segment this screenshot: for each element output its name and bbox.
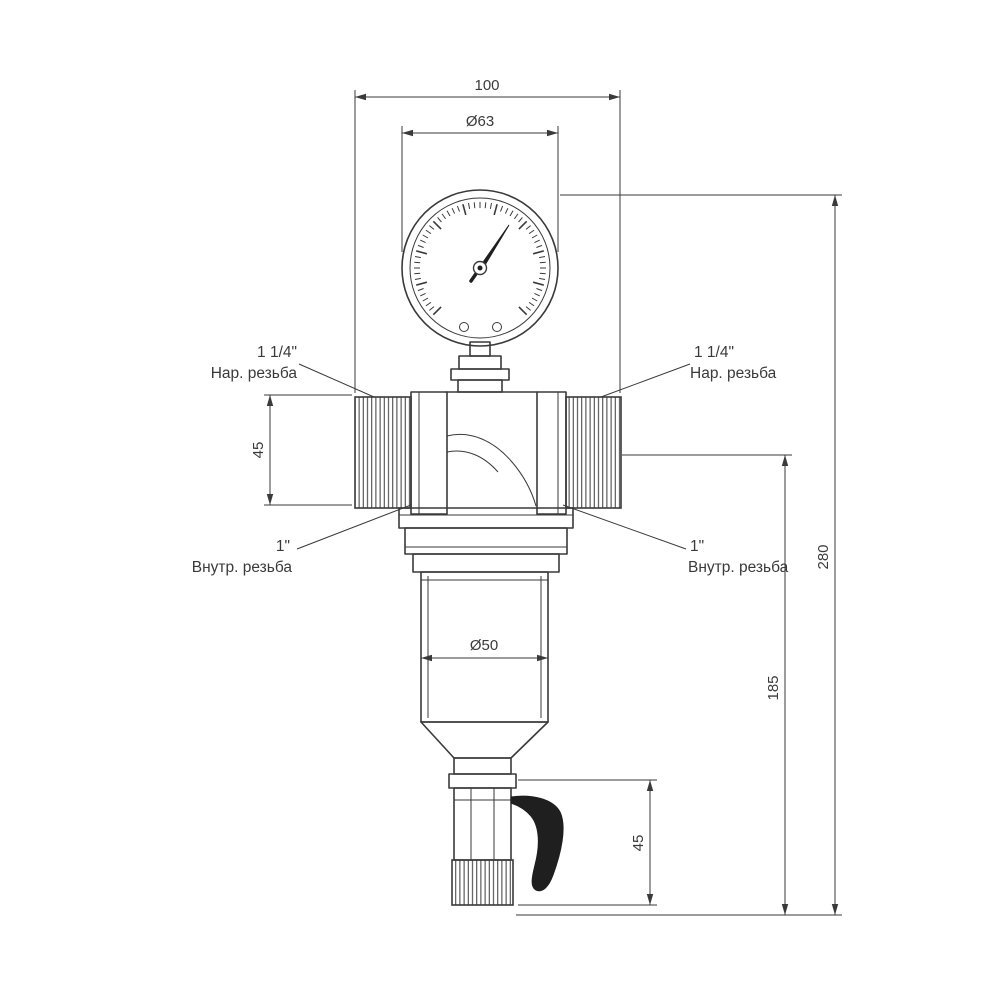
gauge-screw-right bbox=[492, 322, 502, 332]
dimension-gauge-diameter: Ø63 bbox=[401, 113, 559, 252]
gauge-tick-marks bbox=[414, 202, 546, 316]
gauge-dial-ring bbox=[409, 197, 551, 339]
leader-left-top bbox=[298, 363, 375, 398]
drain-handle bbox=[510, 795, 564, 892]
dimension-label-bowl-diameter: Ø50 bbox=[470, 637, 498, 654]
dimension-total-height: 280 bbox=[516, 194, 842, 916]
gauge-stem bbox=[450, 341, 510, 393]
dimension-label-inlet-height: 45 bbox=[250, 442, 267, 459]
dimension-top-width: 100 bbox=[354, 77, 621, 393]
callout-right-top: 1 1/4" Нар. резьба bbox=[600, 344, 777, 398]
thread-size-left-bottom: 1" bbox=[276, 538, 290, 555]
leader-left-bottom bbox=[296, 504, 412, 550]
leader-right-top bbox=[600, 363, 691, 398]
body-internal-contour-2 bbox=[446, 450, 499, 473]
pressure-gauge bbox=[401, 189, 559, 347]
callout-left-top: 1 1/4" Нар. резьба bbox=[211, 344, 375, 398]
gauge-hub-center bbox=[477, 265, 483, 271]
body-flanges bbox=[398, 507, 574, 573]
callout-right-bottom: 1" Внутр. резьба bbox=[562, 504, 789, 576]
left-union-nut bbox=[410, 391, 448, 515]
thread-size-right-top: 1 1/4" bbox=[694, 344, 734, 361]
bowl-taper bbox=[420, 721, 549, 759]
thread-type-right-bottom: Внутр. резьба bbox=[688, 559, 789, 576]
dimension-drain-height: 45 bbox=[518, 779, 657, 906]
dimension-bowl-diameter: Ø50 bbox=[421, 637, 548, 662]
callout-left-bottom: 1" Внутр. резьба bbox=[192, 504, 412, 576]
thread-type-right-top: Нар. резьба bbox=[690, 365, 777, 382]
right-union-nut bbox=[536, 391, 567, 515]
dimension-label-total-height: 280 bbox=[815, 544, 832, 569]
right-external-thread bbox=[565, 396, 622, 509]
gauge-screw-left bbox=[459, 322, 469, 332]
valve-body bbox=[354, 391, 622, 515]
left-external-thread bbox=[354, 396, 412, 509]
drain-valve bbox=[448, 757, 564, 906]
dimension-inlet-height: 45 bbox=[250, 394, 352, 506]
hose-connector bbox=[451, 859, 514, 906]
dimension-label-drain-height: 45 bbox=[630, 835, 647, 852]
leader-right-bottom bbox=[562, 504, 687, 550]
dimension-filter-height: 185 bbox=[622, 454, 792, 915]
thread-size-left-top: 1 1/4" bbox=[257, 344, 297, 361]
thread-size-right-bottom: 1" bbox=[690, 538, 704, 555]
dimension-label-top-width: 100 bbox=[474, 77, 499, 94]
thread-type-left-bottom: Внутр. резьба bbox=[192, 559, 293, 576]
body-internal-contour bbox=[446, 434, 537, 507]
filter-bowl bbox=[420, 571, 549, 759]
gauge-bezel bbox=[401, 189, 559, 347]
dimension-label-gauge-diameter: Ø63 bbox=[466, 113, 494, 130]
dimension-label-filter-height: 185 bbox=[765, 675, 782, 700]
thread-type-left-top: Нар. резьба bbox=[211, 365, 298, 382]
